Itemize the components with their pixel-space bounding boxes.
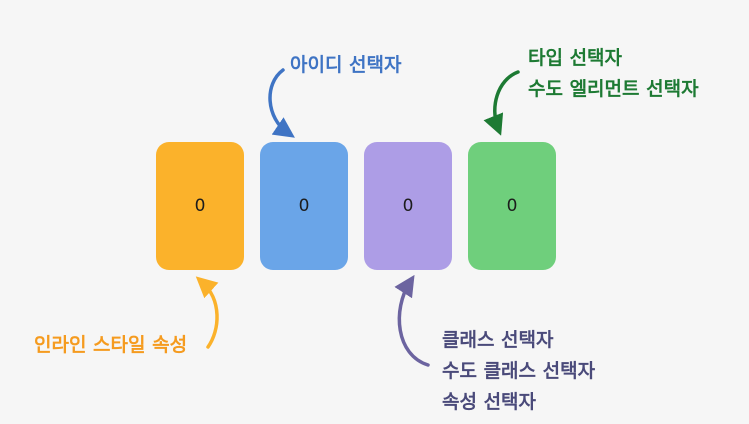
class-selector-label: 클래스 선택자 수도 클래스 선택자 속성 선택자	[442, 325, 595, 418]
type-selector-box: 0	[468, 142, 556, 270]
inline-style-label-line: 인라인 스타일 속성	[34, 334, 188, 356]
pseudo-class-selector-label-line: 수도 클래스 선택자	[442, 360, 596, 382]
attribute-selector-label-line: 속성 선택자	[442, 391, 537, 413]
inline-style-count: 0	[194, 196, 206, 216]
class-arrow	[394, 274, 430, 367]
class-selector-label-line: 클래스 선택자	[442, 329, 554, 351]
type-selector-count: 0	[506, 196, 518, 216]
id-selector-label-line: 아이디 선택자	[290, 54, 402, 76]
class-selector-count: 0	[402, 196, 414, 216]
type-arrow	[483, 70, 520, 136]
class-selector-box: 0	[364, 142, 452, 270]
type-selector-label-line: 타입 선택자	[528, 47, 623, 69]
id-selector-box: 0	[260, 142, 348, 270]
inline-style-label: 인라인 스타일 속성	[34, 330, 187, 361]
id-selector-count: 0	[298, 196, 310, 216]
id-selector-label: 아이디 선택자	[290, 50, 402, 81]
pseudo-element-selector-label-line: 수도 엘리먼트 선택자	[528, 78, 699, 100]
id-arrow	[268, 68, 295, 138]
inline-arrow	[195, 276, 219, 349]
inline-style-box: 0	[156, 142, 244, 270]
type-selector-label: 타입 선택자 수도 엘리먼트 선택자	[528, 43, 699, 105]
